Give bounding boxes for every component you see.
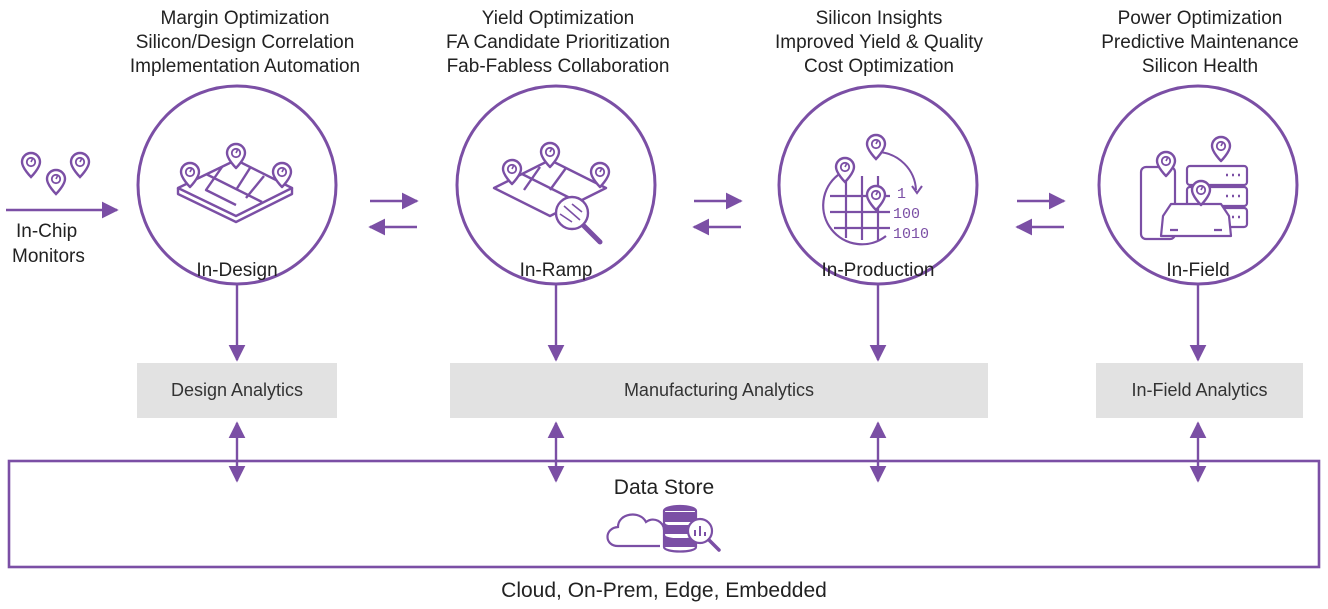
caption-in-design: Margin Optimization Silicon/Design Corre… xyxy=(85,7,405,79)
stage-label-in-field: In-Field xyxy=(1166,260,1230,281)
circle-in-design xyxy=(136,84,338,286)
data-store-frame xyxy=(7,459,1321,569)
monitor-label: In-Chip Monitors xyxy=(12,219,85,269)
caption-line: Yield Optimization xyxy=(481,8,635,29)
monitor-pins-icon xyxy=(20,151,91,196)
caption-line: Silicon Insights xyxy=(815,8,943,29)
caption-line: Margin Optimization xyxy=(160,8,330,29)
stage-label-in-production: In-Production xyxy=(821,260,935,281)
caption-in-production: Silicon Insights Improved Yield & Qualit… xyxy=(719,7,1039,79)
caption-line: Cost Optimization xyxy=(804,56,954,77)
monitor-label-line1: In-Chip xyxy=(16,221,78,242)
map-pins-icon xyxy=(176,142,294,224)
in-field-analytics-box: In-Field Analytics xyxy=(1096,363,1303,418)
caption-line: Implementation Automation xyxy=(129,56,361,77)
map-magnifier-icon xyxy=(492,141,611,245)
caption-in-ramp: Yield Optimization FA Candidate Prioriti… xyxy=(398,7,718,79)
caption-line: Predictive Maintenance xyxy=(1101,32,1299,53)
caption-line: Improved Yield & Quality xyxy=(774,32,984,53)
stage-arrows xyxy=(368,192,1066,236)
wafer-binary-icon xyxy=(822,133,923,246)
caption-line: FA Candidate Prioritization xyxy=(446,32,670,53)
storage-arrows xyxy=(228,421,1207,483)
design-analytics-box: Design Analytics xyxy=(137,363,337,418)
caption-line: Power Optimization xyxy=(1117,8,1283,29)
data-store-label: Data Store xyxy=(613,476,715,499)
caption-line: Silicon/Design Correlation xyxy=(135,32,355,53)
caption-in-field: Power Optimization Predictive Maintenanc… xyxy=(1040,7,1328,79)
stage-label-in-design: In-Design xyxy=(196,260,278,281)
cloud-database-icon xyxy=(606,504,721,553)
deployment-footer: Cloud, On-Prem, Edge, Embedded xyxy=(501,579,827,602)
binary-line-1: 1 xyxy=(897,186,906,203)
device-server-car-icon xyxy=(1139,135,1249,241)
binary-line-2: 100 xyxy=(893,206,920,223)
circle-in-ramp xyxy=(455,84,657,286)
binary-line-3: 1010 xyxy=(893,226,929,243)
caption-line: Silicon Health xyxy=(1141,56,1259,77)
monitor-label-line2: Monitors xyxy=(12,246,85,267)
manufacturing-analytics-box: Manufacturing Analytics xyxy=(450,363,988,418)
stage-label-in-ramp: In-Ramp xyxy=(519,260,593,281)
caption-line: Fab-Fabless Collaboration xyxy=(446,56,670,77)
down-arrows xyxy=(228,285,1207,362)
